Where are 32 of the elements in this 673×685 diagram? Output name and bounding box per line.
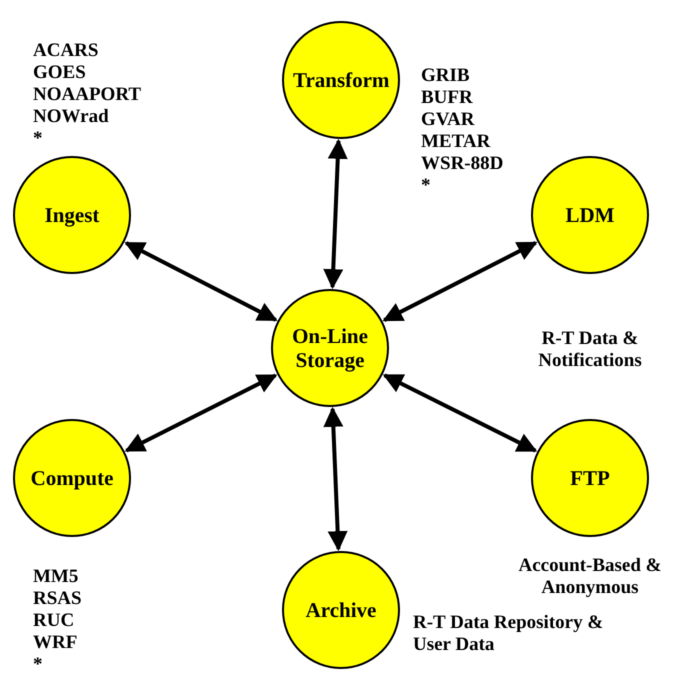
node-caption: * [33, 654, 42, 676]
node-label: Compute [30, 466, 114, 490]
node-caption: NOWrad [33, 106, 109, 128]
node-label: FTP [570, 466, 610, 490]
double-arrow [382, 241, 538, 322]
node-caption: Account-Based & Anonymous [517, 555, 663, 599]
double-arrow [323, 406, 348, 552]
node-label: Archive [306, 598, 376, 622]
node-caption: ACARS [33, 40, 98, 62]
double-arrow [382, 374, 538, 452]
node-caption: WRF [33, 632, 78, 654]
node-caption: GVAR [421, 109, 474, 131]
node-caption: WSR-88D [421, 153, 504, 175]
node-caption: * [421, 175, 430, 197]
node-label: LDM [566, 202, 614, 228]
double-arrow [124, 374, 278, 452]
node-caption: GRIB [421, 65, 470, 87]
double-arrow [323, 138, 348, 290]
node-label: Transform [293, 68, 389, 92]
node-caption: MM5 [33, 566, 78, 588]
node-caption: * [33, 128, 42, 150]
node-caption: R-T Data & Notifications [537, 328, 643, 372]
node-label: On-Line Storage [291, 324, 369, 372]
node-caption: METAR [421, 131, 490, 153]
node-caption: R-T Data Repository & User Data [413, 612, 604, 656]
node-caption: NOAAPORT [33, 84, 142, 106]
node-label: Ingest [44, 202, 100, 228]
node-caption: RSAS [33, 588, 82, 610]
node-caption: BUFR [421, 87, 473, 109]
node-caption: GOES [33, 62, 86, 84]
double-arrow [124, 241, 278, 322]
node-caption: RUC [33, 610, 74, 632]
